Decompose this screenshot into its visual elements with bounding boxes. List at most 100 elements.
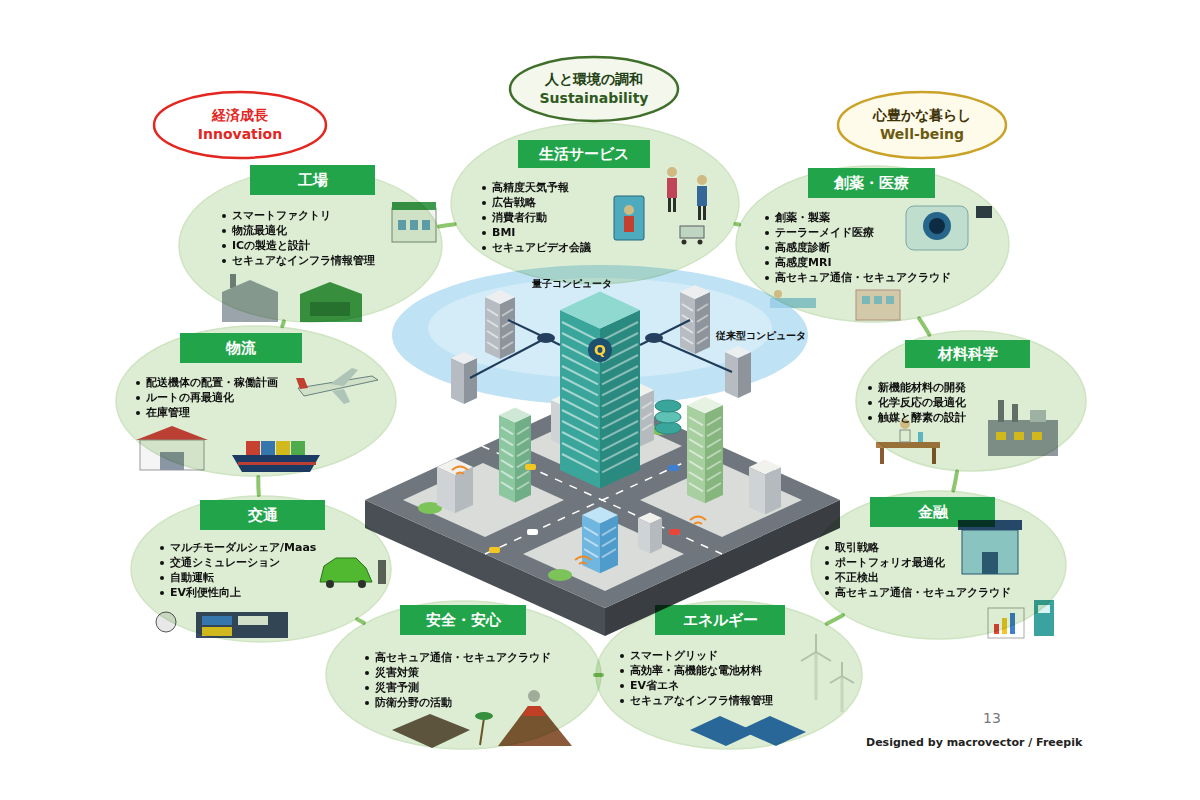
network-lines <box>645 333 663 343</box>
ring-connector <box>919 318 929 334</box>
bullet-row: EV省エネ <box>620 678 773 693</box>
building-face <box>725 352 738 398</box>
building-window <box>602 421 638 439</box>
building-window <box>602 443 638 461</box>
building-window <box>602 399 638 417</box>
sector-header: 材料科学 <box>905 340 1030 368</box>
header-text: 創薬・医療 <box>834 173 909 193</box>
application-ellipse: 高精度天気予報広告戦略消費者行動BMIセキュアビデオ会議生活サービス <box>450 122 740 285</box>
building-window <box>517 449 529 456</box>
building-window <box>602 432 638 450</box>
wifi-marks <box>690 517 706 521</box>
building-window <box>517 482 529 489</box>
bullet-dot <box>868 416 872 420</box>
building-face <box>640 390 654 446</box>
sector-header: 生活サービス <box>518 140 650 168</box>
building-window <box>697 315 708 322</box>
wifi-marks <box>575 557 591 561</box>
goal-oval: 心豊かな暮らしWell-being <box>836 90 1008 160</box>
bullet-row: 交通シミュレーション <box>160 555 316 570</box>
city-buildings <box>437 285 781 573</box>
building-window <box>562 421 598 439</box>
oval-shape <box>154 92 326 158</box>
building-face <box>680 285 710 299</box>
bullet-dot <box>765 231 769 235</box>
bullet-row: 触媒と酵素の設計 <box>868 410 966 425</box>
bullet-text: セキュアなインフラ情報管理 <box>630 693 773 708</box>
building-face <box>725 346 751 358</box>
bullet-dot <box>222 259 226 263</box>
city-cars <box>525 464 536 470</box>
bullet-text: スマートグリッド <box>630 648 718 663</box>
bullet-row: ICの製造と設計 <box>222 238 375 253</box>
bullet-text: ルートの再最適化 <box>146 390 234 405</box>
building-face <box>695 292 710 354</box>
building-window <box>584 538 598 546</box>
city-cars <box>527 529 538 535</box>
building-face <box>485 297 500 359</box>
bullet-row: 取引戦略 <box>825 540 1011 555</box>
bullet-dot <box>868 386 872 390</box>
wifi-marks <box>452 467 706 565</box>
building-face <box>749 467 765 514</box>
goal-text: Well-being <box>836 125 1008 144</box>
bullet-dot <box>825 576 829 580</box>
building-window <box>487 320 498 327</box>
bullet-row: 災害対策 <box>365 665 551 680</box>
bullet-dot <box>482 186 486 190</box>
goal-text: 経済成長 <box>152 106 328 125</box>
building-window <box>707 428 721 436</box>
bullet-dot <box>365 701 369 705</box>
bullet-dot <box>136 381 140 385</box>
network-lines <box>537 333 555 343</box>
bullet-row: 高効率・高機能な電池材料 <box>620 663 773 678</box>
oval-shape <box>838 92 1006 158</box>
network-lines <box>588 338 612 362</box>
building-face <box>560 292 640 329</box>
goal-text: 心豊かな暮らし <box>836 106 1008 125</box>
bullet-row: スマートファクトリ <box>222 208 375 223</box>
bullet-text: 防衛分野の活動 <box>375 695 452 710</box>
bullet-dot <box>765 276 769 280</box>
bullet-text: 配送機体の配置・稼働計画 <box>146 375 278 390</box>
bullet-text: 取引戦略 <box>835 540 879 555</box>
building-window <box>707 472 721 480</box>
bullet-text: EV利便性向上 <box>170 585 241 600</box>
bullet-text: 高セキュア通信・セキュアクラウド <box>375 650 551 665</box>
bullet-row: 高精度天気予報 <box>482 180 591 195</box>
building-window <box>707 483 721 491</box>
bullet-row: 新機能材料の開発 <box>868 380 966 395</box>
building-window <box>517 438 529 445</box>
building-window <box>602 322 638 340</box>
bullet-row: BMI <box>482 225 591 240</box>
building-window <box>562 399 598 417</box>
logo-letter: Q <box>594 342 606 359</box>
bullet-list: 配送機体の配置・稼働計画ルートの再最適化在庫管理 <box>136 375 278 420</box>
bullet-row: 化学反応の最適化 <box>868 395 966 410</box>
building-window <box>562 410 598 428</box>
bullet-dot <box>222 244 226 248</box>
server-cylinder <box>655 422 681 434</box>
application-ellipse: スマートグリッド高効率・高機能な電池材料EV省エネセキュアなインフラ情報管理エネ… <box>595 600 863 750</box>
building-window <box>682 304 693 311</box>
building-window <box>517 427 529 434</box>
bullet-row: 自動運転 <box>160 570 316 585</box>
ellipse-shape <box>116 326 396 476</box>
bullet-dot <box>868 401 872 405</box>
goal-text-box: 人と環境の調和Sustainability <box>508 70 680 108</box>
building-window <box>682 326 693 333</box>
wifi-marks <box>694 523 702 525</box>
building-window <box>689 428 703 436</box>
building-window <box>697 326 708 333</box>
ring-connector <box>256 477 261 495</box>
bullet-dot <box>765 216 769 220</box>
oval-shape <box>510 57 678 121</box>
bullet-row: 高セキュア通信・セキュアクラウド <box>825 585 1011 600</box>
sector-header: 創薬・医療 <box>808 168 935 198</box>
bullet-text: 高感度MRI <box>775 255 832 270</box>
building-window <box>562 443 598 461</box>
wifi-marks <box>456 473 464 475</box>
goal-text-box: 経済成長Innovation <box>152 106 328 144</box>
bullet-dot <box>620 654 624 658</box>
application-ellipse: 配送機体の配置・稼働計画ルートの再最適化在庫管理物流 <box>115 325 397 477</box>
